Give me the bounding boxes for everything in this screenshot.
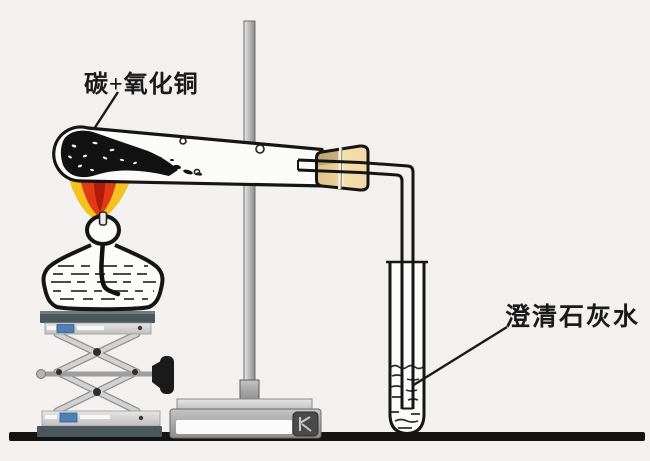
- stand-rod: [243, 20, 256, 383]
- jack-knob[interactable]: [160, 356, 174, 394]
- jack-top-platform: [40, 311, 155, 335]
- delivery-tube: [297, 158, 415, 410]
- jack-screw-end: [36, 369, 46, 379]
- lamp-wick-tip: [98, 211, 108, 226]
- limewater-pointer-line: [411, 325, 508, 388]
- jack-knob-hub: [152, 361, 161, 389]
- powder-texture: [68, 141, 137, 172]
- delivery-tube-outer-wall: [297, 158, 415, 409]
- bench-line: [9, 432, 645, 441]
- stand-base-emblem: [292, 411, 319, 437]
- stopper-body: [315, 144, 370, 192]
- reactant-label: 碳+氧化铜: [84, 72, 199, 98]
- lamp-wick: [99, 237, 121, 297]
- delivery-tube-inner-wall: [297, 168, 404, 409]
- alcohol-lamp: [41, 211, 165, 312]
- jack-bottom-platform: [37, 410, 162, 437]
- jack-blue-latch-top: [56, 324, 75, 333]
- jack-blue-latch-bottom: [59, 412, 78, 423]
- reaction-test-tube: [52, 125, 328, 188]
- carbon-copper-oxide-powder: [60, 130, 203, 178]
- reaction-tube-body: [52, 125, 328, 188]
- scissor-lab-jack: [36, 311, 174, 437]
- limewater-label: 澄清石灰水: [505, 304, 641, 331]
- stopper-divider: [338, 146, 342, 190]
- gas-bubbles: [179, 137, 265, 176]
- jack-pivots: [56, 348, 138, 396]
- iron-stand: [169, 20, 322, 439]
- stopper-divider-edge: [340, 146, 343, 190]
- rubber-stopper: [315, 144, 370, 192]
- emblem-mark: [299, 416, 312, 432]
- reactant-pointer-line: [92, 91, 120, 130]
- stand-base-highlight: [176, 420, 292, 434]
- stand-base-plate: [176, 398, 313, 411]
- stand-rod-boss: [239, 379, 260, 401]
- powder-trail: [146, 156, 203, 176]
- pointer-lines: [92, 91, 508, 388]
